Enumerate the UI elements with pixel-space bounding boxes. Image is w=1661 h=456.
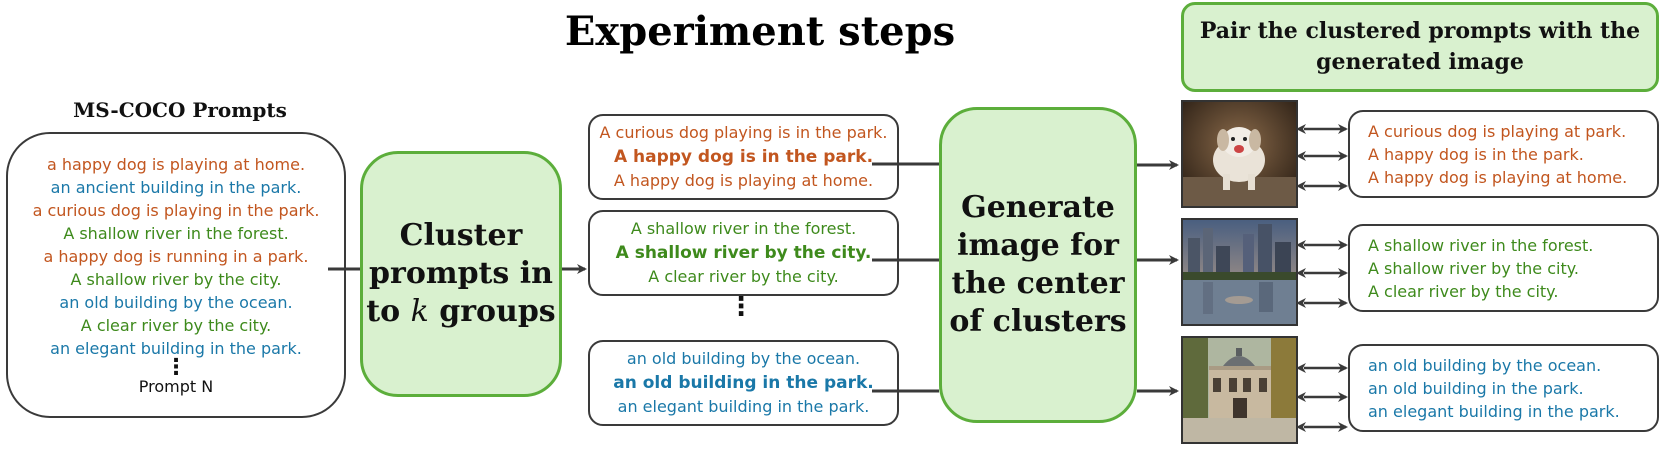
pair-prompt: an old building by the ocean. bbox=[1368, 355, 1602, 375]
ellipsis-icon: ⋮ bbox=[165, 354, 187, 380]
cluster-step-line: Cluster bbox=[399, 218, 523, 253]
prompt-item: A clear river by the city. bbox=[80, 315, 272, 335]
cluster-prompt: A shallow river in the forest. bbox=[630, 219, 857, 238]
pair-prompt: an elegant building in the park. bbox=[1368, 401, 1620, 421]
cluster-step-line: prompts in bbox=[369, 256, 553, 291]
pair-prompt: A clear river by the city. bbox=[1368, 281, 1559, 301]
pair-prompt: an old building in the park. bbox=[1368, 378, 1584, 398]
pair-step-label: Pair the clustered prompts with the gene… bbox=[1199, 18, 1641, 75]
pair-step-box: Pair the clustered prompts with the gene… bbox=[1181, 2, 1659, 92]
cluster-prompt: A clear river by the city. bbox=[648, 267, 839, 286]
pair-prompt: A happy dog is in the park. bbox=[1368, 144, 1584, 164]
prompt-item: a curious dog is playing in the park. bbox=[32, 200, 320, 220]
cluster-prompt: A happy dog is playing at home. bbox=[613, 171, 874, 190]
prompt-item: an old building by the ocean. bbox=[59, 292, 293, 312]
generate-step-line: of clusters bbox=[949, 304, 1127, 339]
pair-box-river: A shallow river in the forest. A shallow… bbox=[1348, 224, 1659, 312]
pair-prompt: A shallow river by the city. bbox=[1368, 258, 1580, 278]
cluster-box-building: an old building by the ocean. an old bui… bbox=[588, 340, 899, 426]
cluster-box-dog: A curious dog playing is in the park. A … bbox=[588, 114, 899, 200]
cluster-center-prompt: A happy dog is in the park. bbox=[613, 147, 874, 167]
generate-step-box: Generate image for the center of cluster… bbox=[939, 107, 1137, 423]
cluster-step-box: Cluster prompts in to k groups bbox=[360, 151, 562, 397]
cluster-box-river: A shallow river in the forest. A shallow… bbox=[588, 210, 899, 296]
cluster-step-suffix: groups bbox=[428, 294, 556, 329]
cluster-step-line: to k groups bbox=[366, 293, 555, 331]
cluster-prompt: an old building by the ocean. bbox=[626, 349, 861, 368]
prompt-item: an elegant building in the park. bbox=[50, 338, 302, 358]
prompt-source-label: MS-COCO Prompts bbox=[73, 98, 287, 122]
pair-box-building: an old building by the ocean. an old bui… bbox=[1348, 344, 1659, 432]
prompt-item: a happy dog is running in a park. bbox=[43, 246, 309, 266]
cluster-center-prompt: an old building in the park. bbox=[613, 373, 874, 393]
pair-prompt: A shallow river in the forest. bbox=[1368, 235, 1594, 255]
prompt-item-last: Prompt N bbox=[138, 376, 214, 396]
generate-step-line: the center bbox=[951, 266, 1125, 301]
cluster-prompt: an elegant building in the park. bbox=[617, 397, 870, 416]
cluster-center-prompt: A shallow river by the city. bbox=[615, 243, 872, 263]
cluster-prompt: A curious dog playing is in the park. bbox=[599, 123, 888, 142]
cluster-step-prefix: to bbox=[366, 294, 411, 329]
old-building-image bbox=[1181, 336, 1298, 444]
prompt-list-box: a happy dog is playing at home. an ancie… bbox=[6, 132, 346, 418]
generate-step-line: Generate bbox=[961, 190, 1115, 225]
page-title: Experiment steps bbox=[564, 8, 956, 55]
k-variable: k bbox=[410, 294, 429, 329]
prompt-item: A shallow river in the forest. bbox=[63, 223, 289, 243]
generate-step-line: image for bbox=[957, 228, 1119, 263]
prompt-item: a happy dog is playing at home. bbox=[46, 154, 306, 174]
prompt-item: A shallow river by the city. bbox=[70, 269, 282, 289]
pair-box-dog: A curious dog is playing at park. A happ… bbox=[1348, 110, 1659, 198]
city-river-image bbox=[1181, 218, 1298, 326]
pair-prompt: A curious dog is playing at park. bbox=[1368, 121, 1627, 141]
dog-running-image bbox=[1181, 100, 1298, 208]
pair-prompt: A happy dog is playing at home. bbox=[1368, 167, 1628, 187]
prompt-item: an ancient building in the park. bbox=[50, 177, 302, 197]
